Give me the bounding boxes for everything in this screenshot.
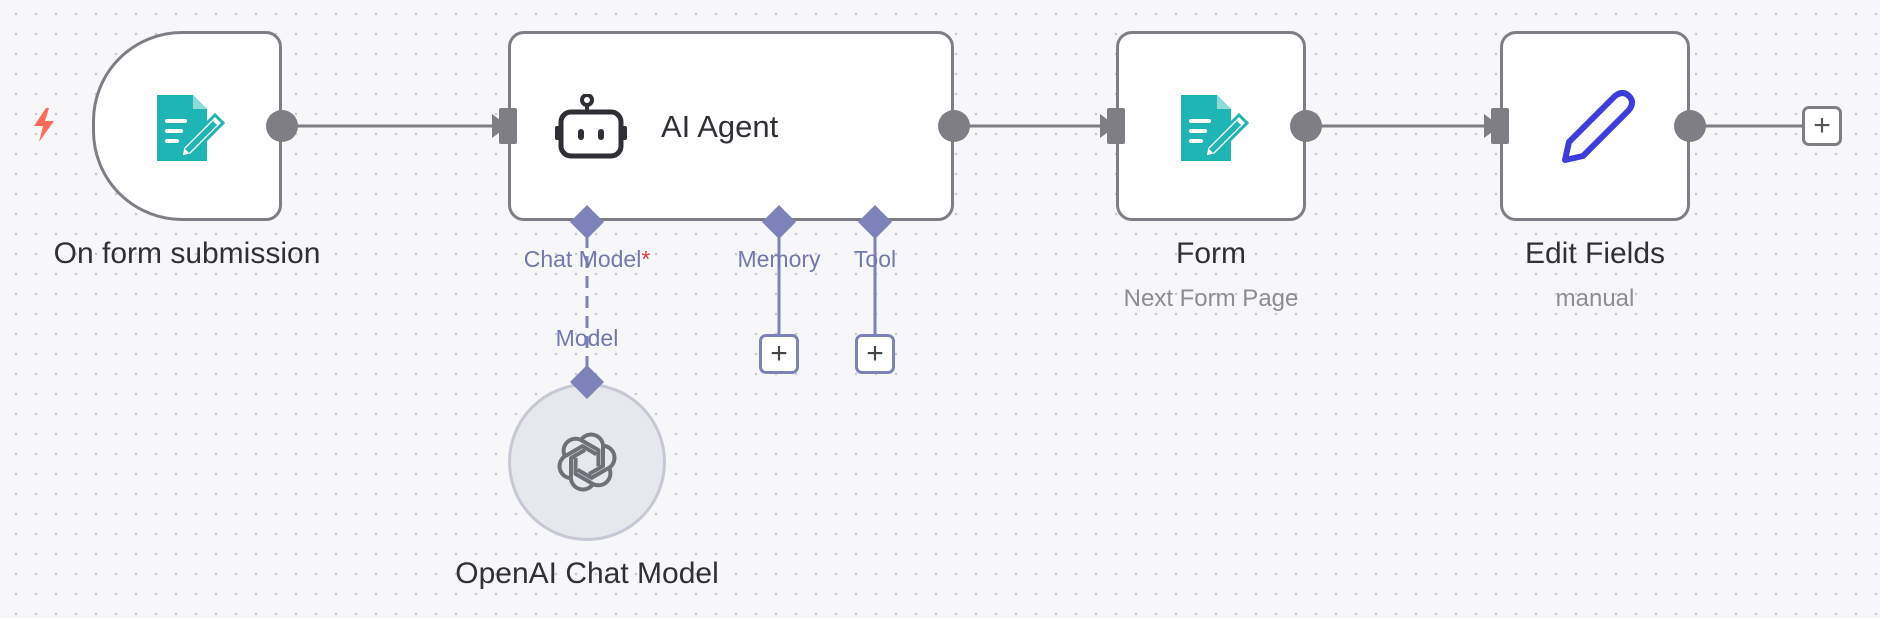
input-port[interactable] bbox=[499, 108, 517, 144]
form-document-pencil-icon bbox=[157, 95, 226, 161]
pencil-icon bbox=[1562, 90, 1635, 163]
tool-port-label: Tool bbox=[853, 246, 897, 272]
output-port[interactable] bbox=[1672, 108, 1708, 144]
memory-port-label: Memory bbox=[737, 246, 821, 272]
form-document-pencil-icon bbox=[1181, 95, 1250, 161]
node-label: On form submission bbox=[53, 237, 321, 270]
output-port[interactable] bbox=[1288, 108, 1324, 144]
add-memory-button[interactable]: + bbox=[759, 334, 799, 374]
memory-port[interactable] bbox=[761, 204, 797, 240]
chat-model-port[interactable] bbox=[569, 204, 605, 240]
input-port[interactable] bbox=[1491, 108, 1509, 144]
model-output-port[interactable] bbox=[569, 364, 605, 400]
node-form[interactable] bbox=[1116, 31, 1306, 221]
lightning-bolt-icon bbox=[34, 108, 54, 142]
node-ai-agent[interactable]: AI Agent bbox=[508, 31, 954, 221]
node-subtitle: Next Form Page bbox=[1123, 285, 1299, 312]
input-port[interactable] bbox=[1107, 108, 1125, 144]
node-label: Edit Fields bbox=[1524, 237, 1666, 270]
tool-port[interactable] bbox=[857, 204, 893, 240]
model-port-label: Model bbox=[555, 325, 619, 351]
node-label: AI Agent bbox=[661, 109, 779, 144]
chat-model-port-label: Chat Model* bbox=[523, 246, 651, 272]
node-edit-fields[interactable] bbox=[1500, 31, 1690, 221]
node-label: OpenAI Chat Model bbox=[455, 557, 719, 590]
node-on-form-submission[interactable] bbox=[92, 31, 282, 221]
output-port[interactable] bbox=[936, 108, 972, 144]
robot-icon bbox=[555, 94, 627, 159]
add-node-button[interactable]: + bbox=[1802, 106, 1842, 146]
output-port[interactable] bbox=[264, 108, 300, 144]
required-marker: * bbox=[641, 246, 651, 272]
node-subtitle: manual bbox=[1555, 285, 1635, 312]
openai-logo-icon bbox=[557, 432, 617, 492]
node-label: Form bbox=[1176, 237, 1246, 270]
node-openai-chat-model[interactable] bbox=[508, 383, 666, 541]
add-tool-button[interactable]: + bbox=[855, 334, 895, 374]
